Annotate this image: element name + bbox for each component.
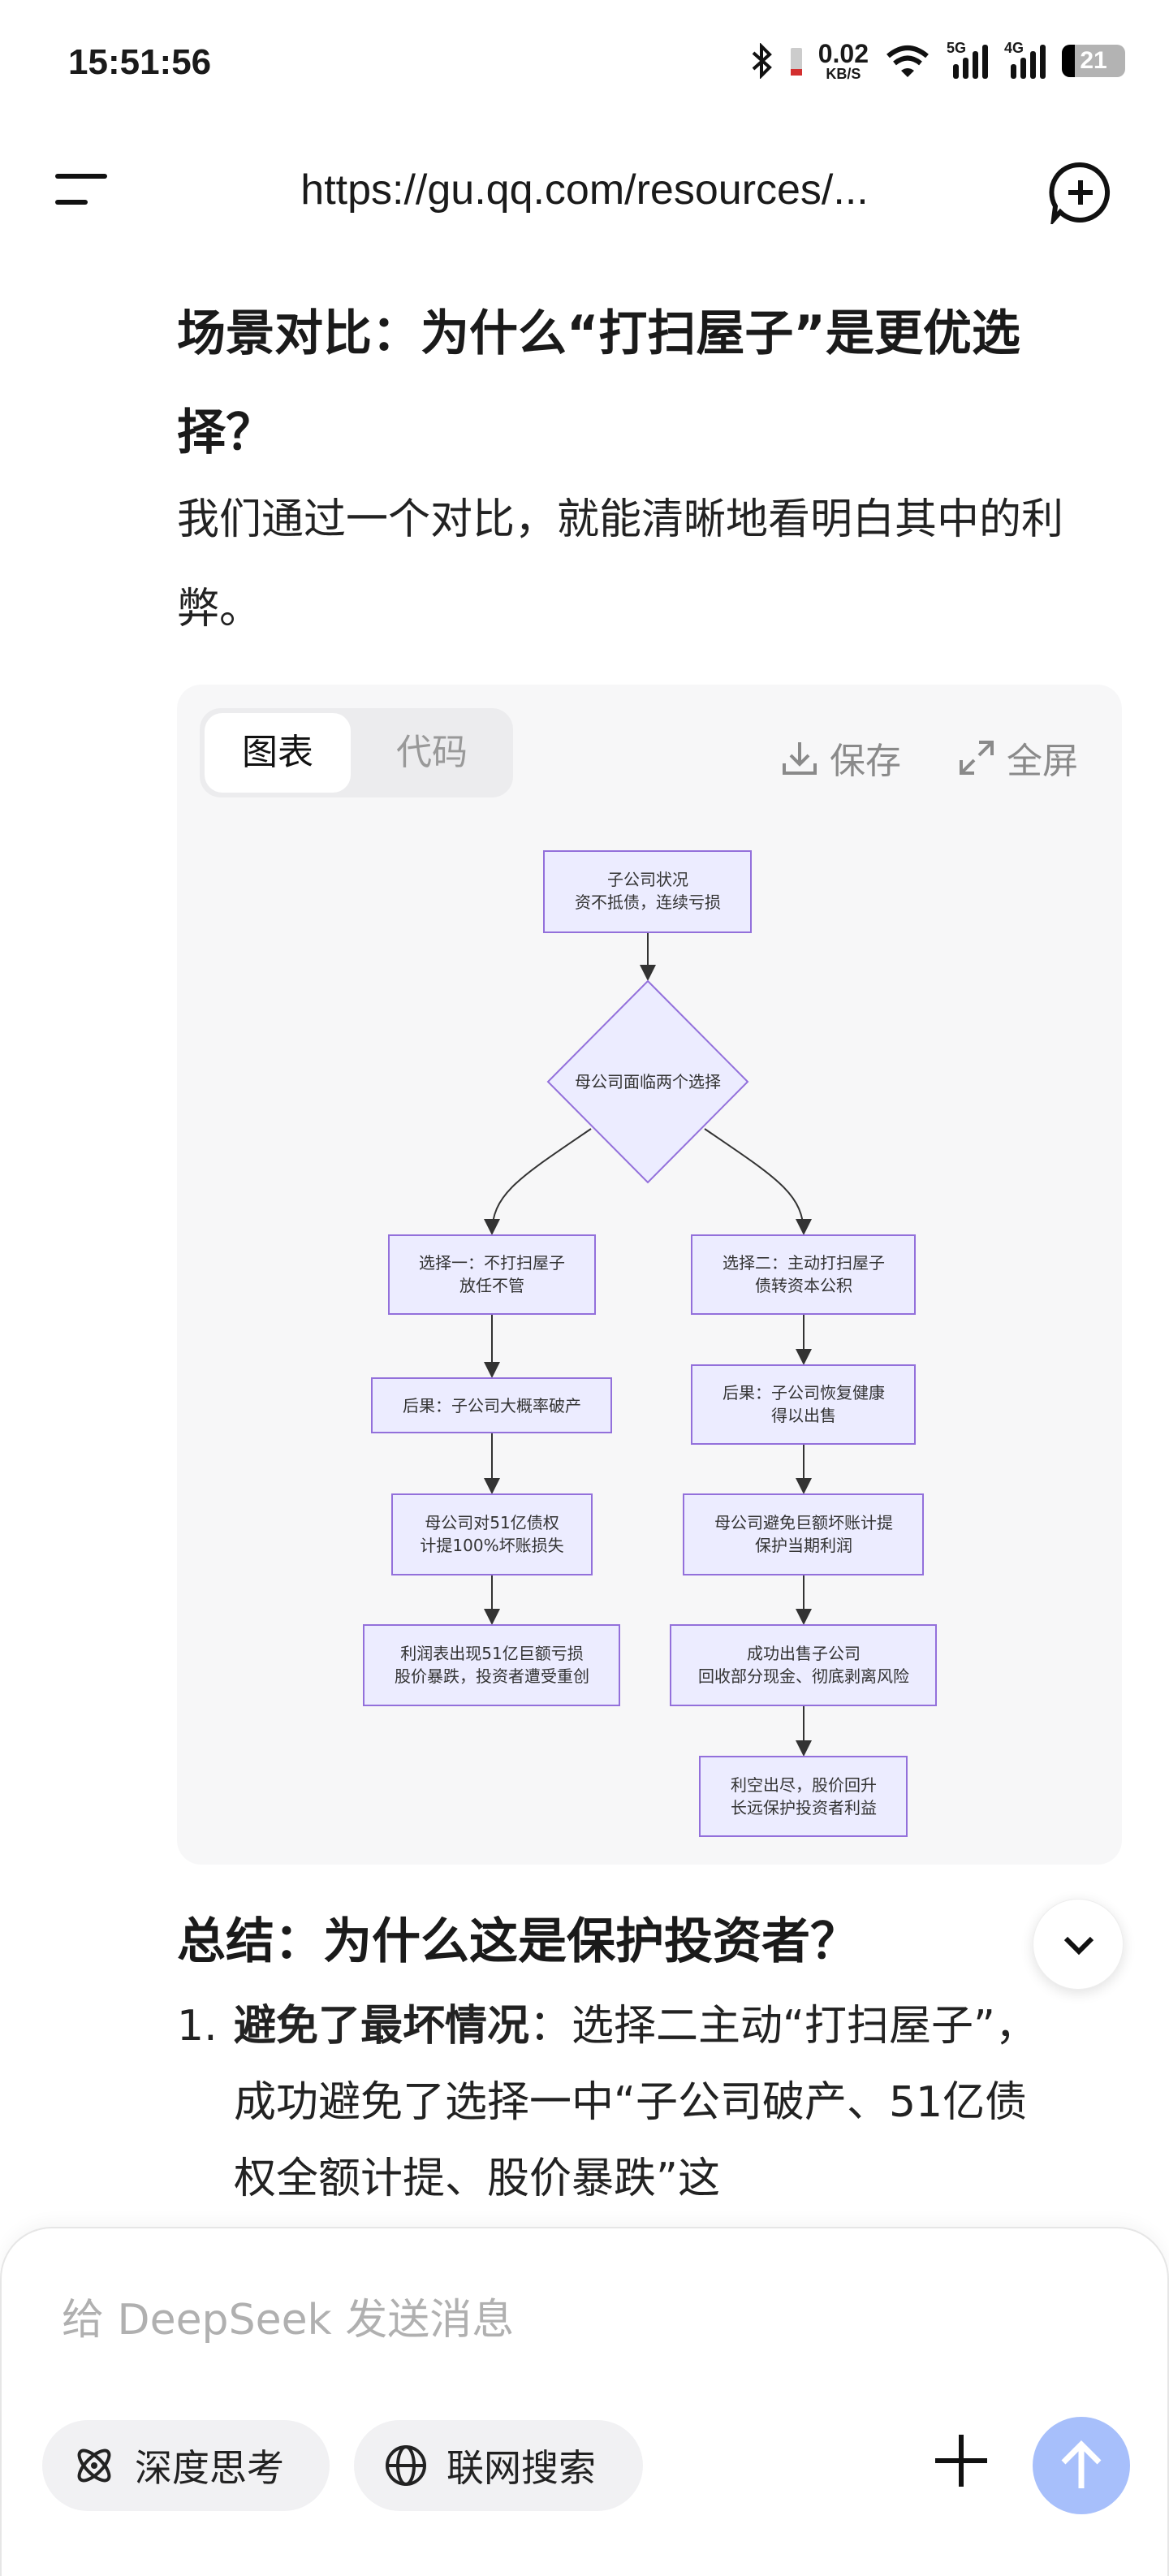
plus-icon[interactable]	[929, 2428, 994, 2493]
edge-decision-left	[484, 1128, 592, 1235]
node-text: 利空出尽，股价回升	[731, 1775, 877, 1795]
list-item-text: ：选择二主动“打扫屋子”，成功避免了选择一中“子公司破产、51亿债权全额计提、股…	[234, 2002, 1037, 2203]
deep-think-label: 深度思考	[135, 2446, 284, 2490]
send-button[interactable]	[1033, 2417, 1130, 2514]
node-text: 股价暴跌，投资者遭受重创	[395, 1666, 589, 1686]
arrow-up-icon	[1061, 2440, 1102, 2488]
message-composer: 给 DeepSeek 发送消息 深度思考 联网搜索	[0, 2227, 1169, 2576]
atom-icon	[77, 2448, 111, 2483]
list-number: 1.	[177, 2002, 218, 2051]
menu-icon[interactable]	[55, 174, 107, 210]
node-right-4: 成功出售子公司 回收部分现金、彻底剥离风险	[670, 1624, 937, 1706]
node-decision: 母公司面临两个选择	[546, 979, 749, 1184]
node-right-1: 选择二：主动打扫屋子 债转资本公积	[691, 1234, 916, 1315]
node-text: 选择一：不打扫屋子	[419, 1253, 565, 1273]
tab-code[interactable]: 代码	[396, 732, 468, 773]
sim1-label: 5G	[947, 40, 967, 56]
node-left-3: 母公司对51亿债权 计提100%坏账损失	[391, 1493, 593, 1575]
save-label: 保存	[830, 741, 901, 782]
node-right-5: 利空出尽，股价回升 长远保护投资者利益	[699, 1756, 908, 1837]
node-text: 成功出售子公司	[747, 1644, 861, 1663]
scroll-to-bottom-button[interactable]	[1033, 1899, 1124, 1990]
page-url: https://gu.qq.com/resources/...	[300, 166, 869, 214]
flowchart: 子公司状况 资不抵债，连续亏损 母公司面临两个选择 选择一：不打扫屋子 放任不管…	[363, 850, 937, 1837]
node-text: 保护当期利润	[755, 1536, 852, 1555]
message-input[interactable]: 给 DeepSeek 发送消息	[62, 2296, 515, 2345]
battery-icon: 21	[1062, 45, 1125, 77]
globe-icon	[386, 2445, 426, 2486]
fullscreen-label: 全屏	[1007, 741, 1078, 782]
section-heading: 场景对比：为什么“打扫屋子”是更优选择？	[177, 305, 1020, 461]
list-item-title: 避免了最坏情况	[234, 2002, 530, 2051]
expand-icon	[960, 741, 994, 775]
save-button[interactable]: 保存	[779, 732, 901, 784]
node-text: 子公司状况	[607, 870, 688, 889]
status-time: 15:51:56	[68, 42, 212, 82]
chevron-down-icon	[1063, 1936, 1094, 1956]
view-tabs: 图表 代码	[200, 708, 513, 797]
node-left-4: 利润表出现51亿巨额亏损 股价暴跌，投资者遭受重创	[363, 1624, 620, 1706]
node-text: 债转资本公积	[755, 1276, 852, 1295]
node-text: 母公司对51亿债权	[425, 1513, 559, 1532]
node-text: 回收部分现金、彻底剥离风险	[698, 1666, 909, 1686]
node-right-2: 后果：子公司恢复健康 得以出售	[691, 1364, 916, 1445]
summary-list: 1. 避免了最坏情况：选择二主动“打扫屋子”，成功避免了选择一中“子公司破产、51…	[177, 1988, 1046, 2217]
intro-paragraph: 我们通过一个对比，就能清晰地看明白其中的利弊。	[177, 495, 1064, 633]
edge-decision-right	[704, 1128, 812, 1235]
signal-5g-icon: 5G	[947, 40, 988, 79]
node-text: 计提100%坏账损失	[420, 1536, 563, 1555]
node-text: 长远保护投资者利益	[731, 1798, 877, 1817]
fullscreen-button[interactable]: 全屏	[956, 732, 1078, 784]
flowchart-edges	[484, 932, 812, 1757]
node-text: 后果：子公司大概率破产	[403, 1396, 581, 1416]
bluetooth-icon	[752, 43, 772, 79]
low-battery-indicator-icon	[790, 48, 802, 76]
node-text: 利润表出现51亿巨额亏损	[400, 1644, 583, 1663]
node-right-3: 母公司避免巨额坏账计提 保护当期利润	[683, 1493, 924, 1575]
node-start: 子公司状况 资不抵债，连续亏损	[543, 850, 752, 933]
web-search-button[interactable]: 联网搜索	[354, 2420, 643, 2511]
sim2-label: 4G	[1004, 40, 1024, 56]
node-text: 选择二：主动打扫屋子	[723, 1253, 885, 1273]
node-text: 得以出售	[771, 1406, 836, 1425]
speed-value: 0.02	[817, 39, 869, 68]
web-search-label: 联网搜索	[446, 2446, 596, 2490]
wifi-icon	[886, 45, 929, 77]
node-text: 放任不管	[459, 1276, 524, 1295]
node-text: 母公司面临两个选择	[575, 1072, 721, 1091]
summary-heading: 总结：为什么这是保护投资者？	[177, 1913, 859, 1970]
node-left-2: 后果：子公司大概率破产	[371, 1377, 612, 1433]
node-left-1: 选择一：不打扫屋子 放任不管	[388, 1234, 596, 1315]
download-icon	[783, 742, 817, 775]
tab-chart[interactable]: 图表	[205, 713, 351, 793]
node-text: 后果：子公司恢复健康	[723, 1383, 885, 1403]
node-text: 资不抵债，连续亏损	[575, 893, 721, 912]
new-chat-icon[interactable]	[1049, 161, 1112, 224]
speed-unit: KB/S	[826, 66, 861, 82]
deep-think-button[interactable]: 深度思考	[42, 2420, 330, 2511]
list-item: 1. 避免了最坏情况：选择二主动“打扫屋子”，成功避免了选择一中“子公司破产、51…	[177, 1988, 1046, 2217]
signal-4g-icon: 4G	[1004, 40, 1046, 79]
node-text: 母公司避免巨额坏账计提	[714, 1513, 893, 1532]
